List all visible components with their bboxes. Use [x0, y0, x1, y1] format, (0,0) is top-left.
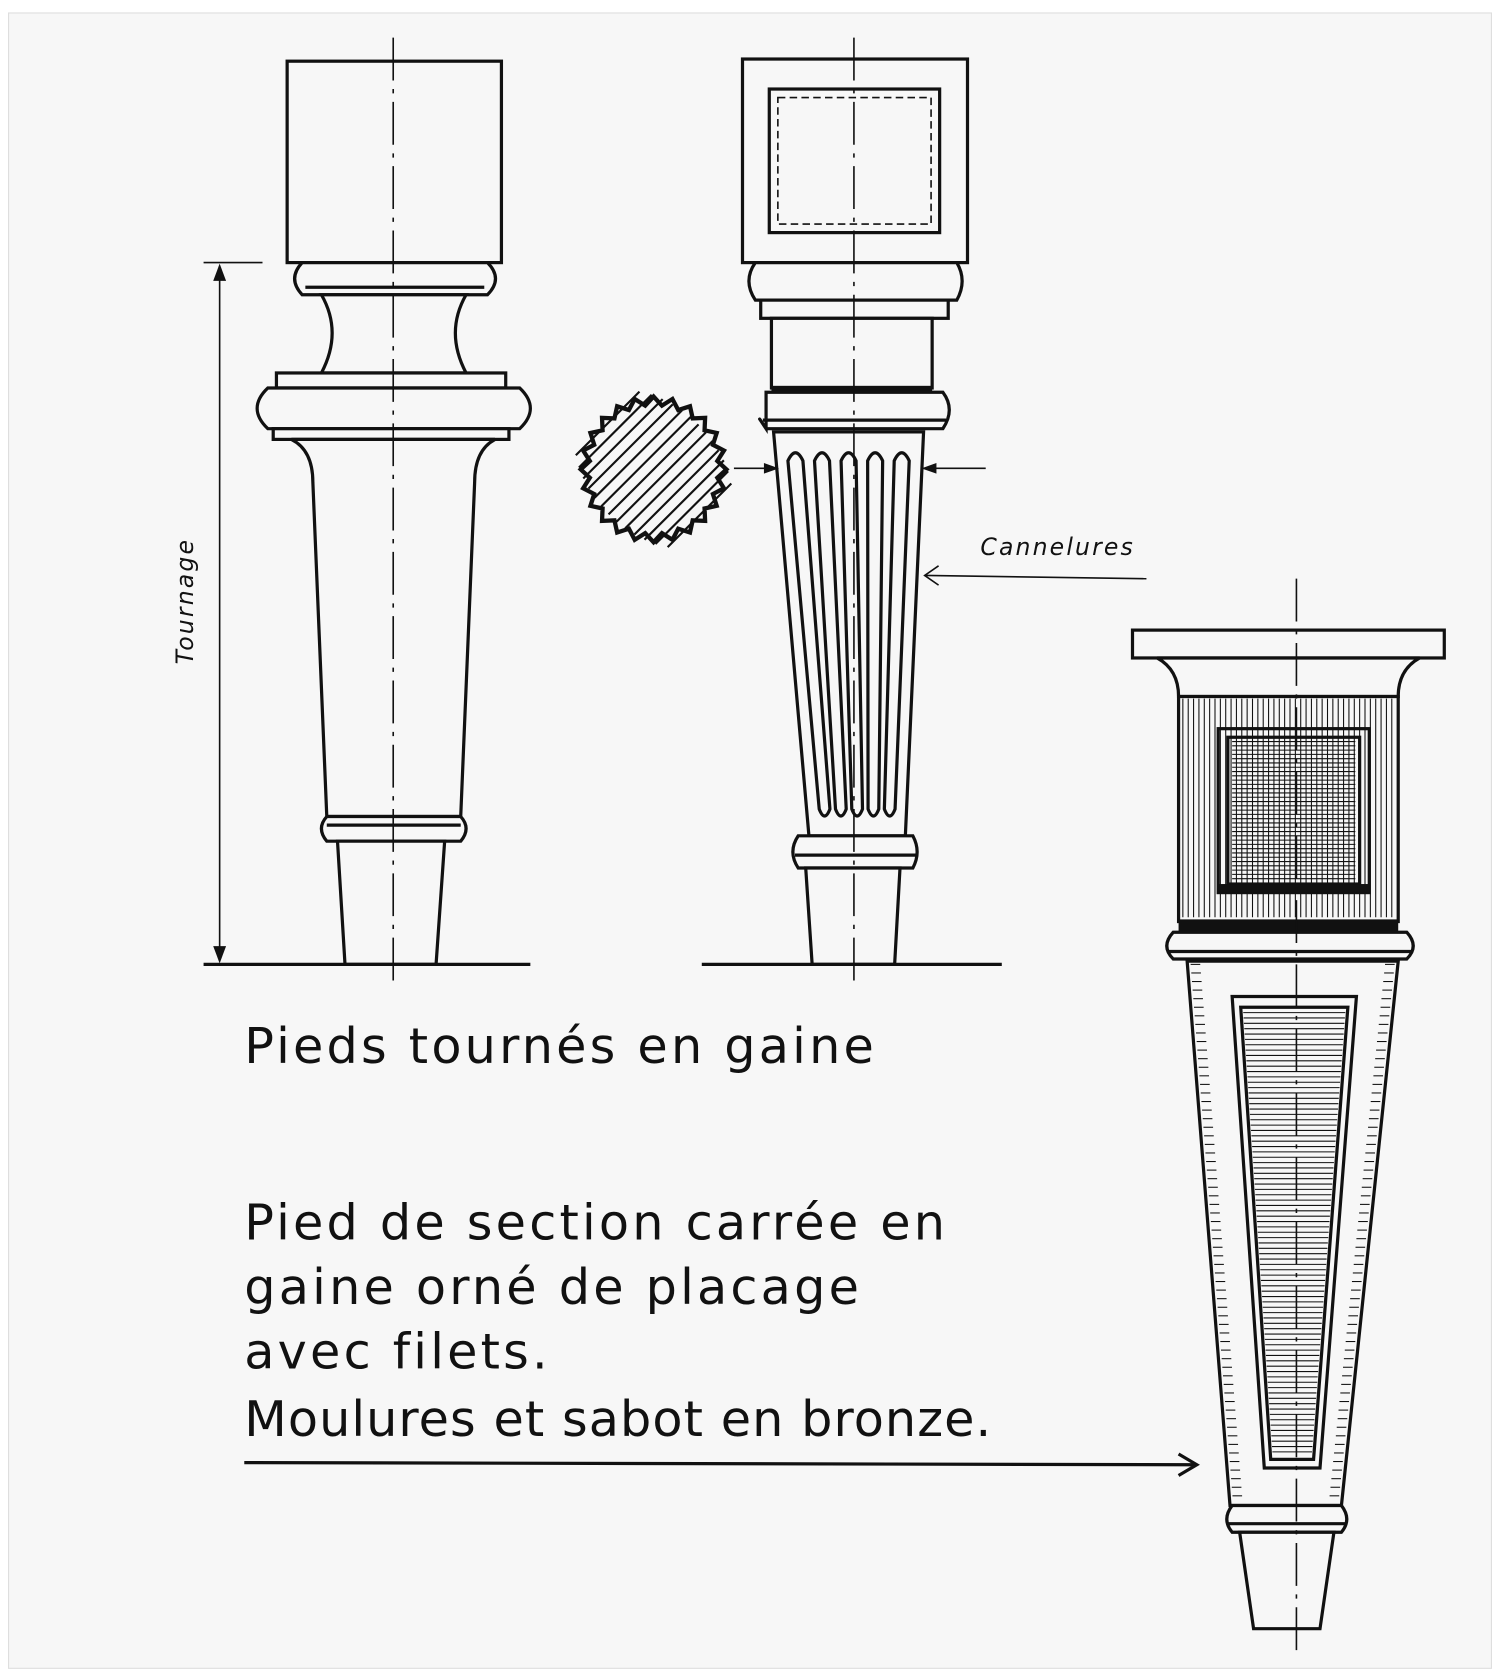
- fluted-leg: [575, 37, 1147, 986]
- turned-leg: [203, 37, 532, 981]
- pointer-arrow: [244, 1452, 1200, 1477]
- cannelures-label: Cannelures: [980, 533, 1135, 561]
- caption-square-leg-line-4: Moulures et sabot en bronze.: [244, 1390, 992, 1448]
- caption-square-leg-line-1: Pied de section carrée en: [244, 1194, 948, 1252]
- tournage-label: Tournage: [171, 538, 199, 665]
- caption-square-leg-line-3: avec filets.: [244, 1322, 551, 1380]
- caption-turned-legs: Pieds tournés en gaine: [244, 1017, 877, 1075]
- caption-square-leg-line-2: gaine orné de placage: [244, 1258, 862, 1316]
- square-veneered-leg: [1130, 578, 1446, 1651]
